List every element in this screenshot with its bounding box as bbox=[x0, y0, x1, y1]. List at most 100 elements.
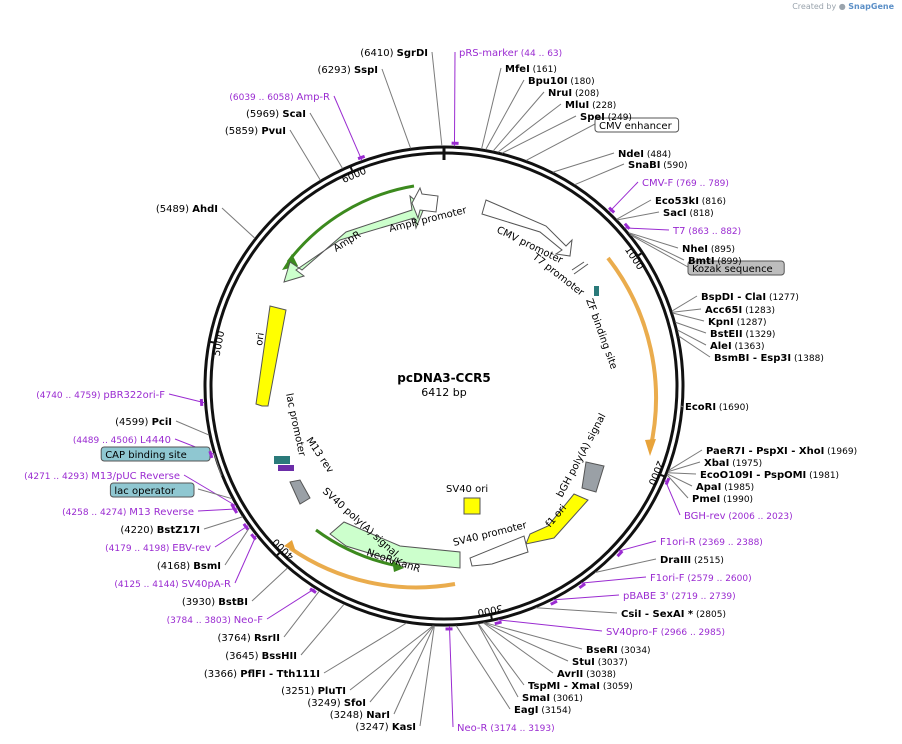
primer-mark-prs-marker bbox=[451, 141, 459, 145]
primer-name-neo-r: Neo-R bbox=[457, 723, 488, 734]
primer-label-m13-puc-rev: (4271 .. 4293) M13/pUC Reverse bbox=[24, 471, 180, 482]
site-name-sspi: SspI bbox=[354, 65, 378, 76]
site-label-draiii: DraIII (2515) bbox=[660, 555, 724, 566]
site-pos-nari: (3248) bbox=[330, 710, 366, 721]
primer-mark-sv40pa-r bbox=[250, 533, 257, 541]
site-name-kpni: KpnI bbox=[708, 317, 734, 328]
primer-leader-f1ori-r bbox=[617, 540, 657, 552]
site-pos-kpni: (1287) bbox=[734, 318, 767, 328]
primer-range-neo-f: (3784 .. 3803) bbox=[167, 616, 234, 626]
sv40-ori-box bbox=[463, 497, 481, 515]
primer-label-f1ori-r: F1ori-R (2369 .. 2388) bbox=[660, 537, 763, 548]
site-name-bpu10i: Bpu10I bbox=[528, 76, 568, 87]
box-label-cap-site: CAP binding site bbox=[100, 446, 211, 462]
site-label-bsshii: (3645) BssHII bbox=[225, 651, 297, 662]
primer-mark-f1ori-r bbox=[616, 550, 624, 558]
box-bg-kozak bbox=[687, 260, 785, 276]
site-name-kasi: KasI bbox=[392, 722, 416, 733]
primer-label-ebv-rev: (4179 .. 4198) EBV-rev bbox=[105, 543, 211, 554]
primer-label-sv40pro-f: SV40pro-F (2966 .. 2985) bbox=[606, 627, 725, 638]
site-name-snabi: SnaBI bbox=[628, 160, 660, 171]
feature-label-m13-rev: M13 rev bbox=[304, 436, 336, 476]
neo-orange-arc-head bbox=[284, 540, 296, 552]
site-pos-eco53ki: (816) bbox=[699, 197, 726, 207]
primer-leader-neo-r bbox=[448, 625, 454, 728]
site-label-bsmbi: BsmBI - Esp3I (1388) bbox=[714, 353, 824, 364]
site-name-eagi: EagI bbox=[514, 705, 538, 716]
primer-mark-neo-r bbox=[445, 627, 453, 631]
site-pos-acc65i: (1283) bbox=[742, 306, 775, 316]
feature-label-ori: ori bbox=[254, 332, 267, 346]
site-name-avrii: AvrII bbox=[557, 669, 583, 680]
leader-bstz17i bbox=[203, 516, 243, 530]
primer-name-pbr322ori-f: pBR322ori-F bbox=[103, 390, 165, 401]
primer-range-ebv-rev: (4179 .. 4198) bbox=[105, 544, 172, 554]
site-pos-tspmi: (3059) bbox=[600, 682, 633, 692]
site-label-nrui: NruI (208) bbox=[548, 88, 599, 99]
site-pos-bpu10i: (180) bbox=[568, 77, 595, 87]
site-label-kpni: KpnI (1287) bbox=[708, 317, 767, 328]
site-pos-alei: (1363) bbox=[732, 342, 765, 352]
leader-pflfi bbox=[323, 622, 407, 674]
site-label-paer7i: PaeR7I - PspXI - XhoI (1969) bbox=[706, 446, 857, 457]
neor-arrow bbox=[329, 521, 461, 569]
site-name-spei: SpeI bbox=[580, 112, 605, 123]
cmv-promoter-arrow bbox=[481, 199, 573, 257]
site-name-draiii: DraIII bbox=[660, 555, 691, 566]
site-label-eco0109i: EcoO109I - PspOMI (1981) bbox=[700, 470, 839, 481]
primer-range-amp-r: (6039 .. 6058) bbox=[229, 93, 296, 103]
site-label-kasi: (3247) KasI bbox=[355, 722, 416, 733]
site-pos-bstbi: (3930) bbox=[182, 597, 218, 608]
primer-name-prs-marker: pRS-marker bbox=[459, 48, 519, 59]
site-pos-sgrdi: (6410) bbox=[360, 48, 396, 59]
site-label-nari: (3248) NarI bbox=[330, 710, 390, 721]
ampr-arc bbox=[286, 184, 415, 263]
primer-leader-ebv-rev bbox=[214, 524, 249, 548]
site-label-bspdi: BspDI - ClaI (1277) bbox=[701, 292, 799, 303]
site-name-eco53ki: Eco53kI bbox=[655, 196, 699, 207]
site-name-mfei: MfeI bbox=[505, 64, 530, 75]
site-label-apai: ApaI (1985) bbox=[696, 482, 754, 493]
site-pos-bmti: (899) bbox=[715, 257, 742, 267]
tick-mark-1000 bbox=[637, 251, 643, 257]
leader-eco0109i bbox=[667, 472, 697, 475]
primer-label-cmv-f: CMV-F (769 .. 789) bbox=[642, 178, 729, 189]
site-name-sfoi: SfoI bbox=[344, 698, 366, 709]
site-pos-pvui: (5859) bbox=[225, 126, 261, 137]
primer-label-amp-r: (6039 .. 6058) Amp-R bbox=[229, 92, 330, 103]
leader-pmei bbox=[666, 474, 689, 499]
leader-nrui bbox=[492, 91, 545, 152]
leader-kpni bbox=[672, 312, 705, 322]
site-label-rsrii: (3764) RsrII bbox=[218, 633, 280, 644]
leader-avrii bbox=[482, 622, 554, 674]
site-name-bsshii: BssHII bbox=[262, 651, 297, 662]
site-label-acc65i: Acc65I (1283) bbox=[705, 305, 775, 316]
sv40-polya-box bbox=[289, 479, 311, 505]
primer-mark-t7 bbox=[623, 222, 631, 230]
primer-name-sv40pro-f: SV40pro-F bbox=[606, 627, 658, 638]
site-pos-apai: (1985) bbox=[721, 483, 754, 493]
leader-bsshii bbox=[300, 603, 345, 656]
site-label-sspi: (6293) SspI bbox=[318, 65, 378, 76]
site-label-saci: SacI (818) bbox=[663, 208, 714, 219]
box-label-cmv-enhancer: CMV enhancer bbox=[594, 117, 680, 133]
leader-bspdi bbox=[671, 295, 698, 312]
primer-mark-ebv-rev bbox=[242, 522, 250, 531]
leader-snabi bbox=[574, 163, 625, 186]
site-pos-nrui: (208) bbox=[572, 89, 599, 99]
site-pos-mfei: (161) bbox=[530, 65, 557, 75]
plasmid-size: 6412 bp bbox=[421, 386, 466, 399]
primer-name-bgh-rev: BGH-rev bbox=[684, 511, 726, 522]
site-name-pflfi: PflFI - Tth111I bbox=[240, 669, 320, 680]
leader-saci bbox=[617, 211, 660, 221]
leader-nari bbox=[393, 625, 435, 715]
bgh-polya-box bbox=[581, 461, 605, 493]
feature-label-lac-promoter: lac promoter bbox=[283, 392, 307, 458]
site-name-tspmi: TspMI - XmaI bbox=[528, 681, 600, 692]
site-pos-eagi: (3154) bbox=[538, 706, 571, 716]
ori-arrow bbox=[255, 305, 287, 407]
site-label-bstz17i: (4220) BstZ17I bbox=[120, 525, 200, 536]
site-pos-ndei: (484) bbox=[644, 150, 671, 160]
primer-name-m13-puc-rev: M13/pUC Reverse bbox=[91, 471, 180, 482]
